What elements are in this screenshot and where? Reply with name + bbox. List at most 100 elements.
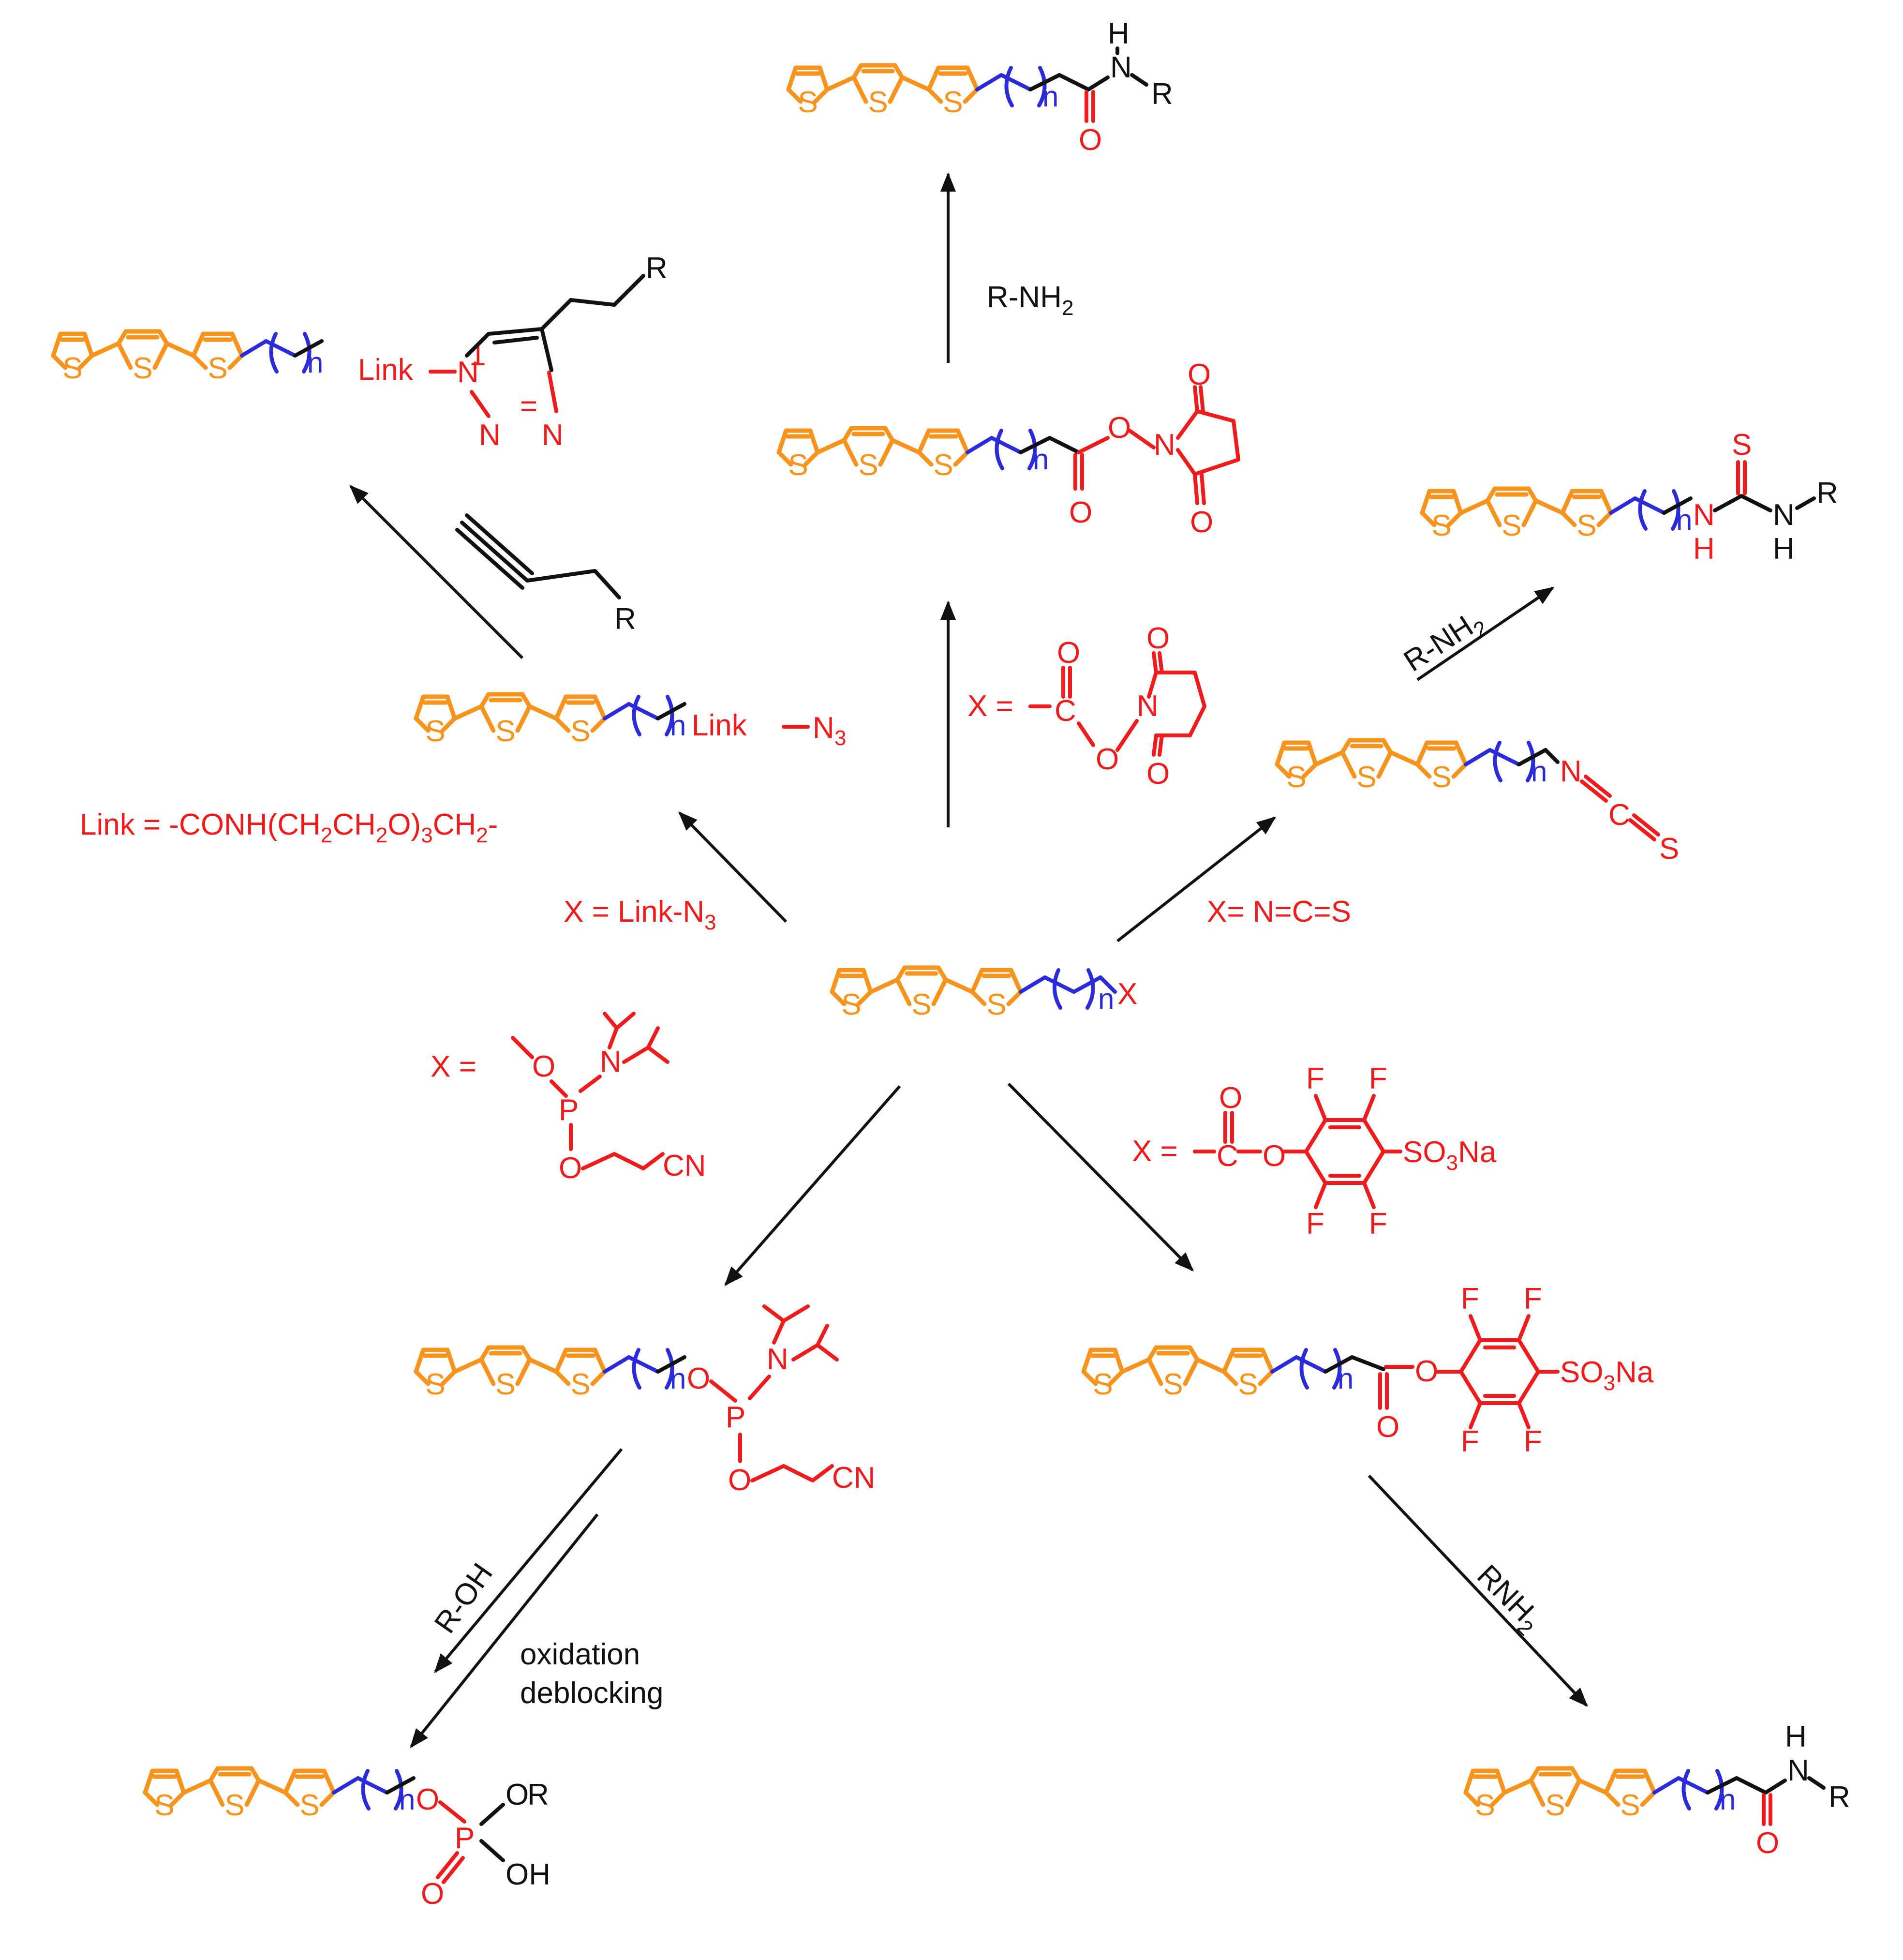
svg-text:SO3Na: SO3Na xyxy=(1403,1136,1497,1175)
svg-text:O: O xyxy=(559,1152,582,1185)
alkyl-chain xyxy=(1019,975,1102,994)
svg-text:N: N xyxy=(1560,755,1582,788)
svg-text:n: n xyxy=(1720,1783,1736,1816)
svg-text:O: O xyxy=(421,1877,444,1911)
x-link-definition: X = Link-N3 xyxy=(564,895,716,934)
thiourea-product: n N H S N H R xyxy=(1422,428,1838,566)
bottom-amide-product: n O N H R xyxy=(1466,1720,1850,1860)
svg-text:N: N xyxy=(457,356,479,389)
svg-text:O: O xyxy=(1108,411,1131,445)
link-definition: Link = -CONH(CH2CH2O)3CH2- xyxy=(80,808,498,847)
arrows xyxy=(349,172,1588,1749)
condition-deblocking: deblocking xyxy=(520,1676,663,1710)
condition-amine-right: R-NH2 xyxy=(1398,603,1492,683)
svg-text:S: S xyxy=(1659,832,1679,866)
svg-text:O: O xyxy=(1146,757,1170,791)
svg-text:F: F xyxy=(1461,1282,1479,1316)
svg-text:N: N xyxy=(1154,428,1175,462)
svg-text:n: n xyxy=(670,1362,686,1395)
svg-text:N: N xyxy=(1787,1754,1809,1787)
svg-text:O: O xyxy=(687,1362,710,1395)
svg-text:N: N xyxy=(1773,498,1795,532)
svg-text:H: H xyxy=(1693,532,1715,566)
svg-text:Link: Link xyxy=(358,353,414,387)
svg-text:F: F xyxy=(1306,1062,1324,1095)
azide-compound: n Link N 3 xyxy=(416,694,846,750)
svg-text:N: N xyxy=(479,419,501,452)
svg-text:R: R xyxy=(1816,477,1838,510)
svg-text:N: N xyxy=(767,1343,788,1376)
svg-text:N: N xyxy=(1110,51,1132,84)
svg-text:O: O xyxy=(1415,1355,1438,1388)
svg-text:O: O xyxy=(1069,496,1092,529)
condition-oxidation: oxidation xyxy=(520,1638,640,1671)
svg-text:F: F xyxy=(1461,1425,1479,1458)
alkyne-reagent: R xyxy=(455,513,636,636)
svg-text:H: H xyxy=(1773,532,1795,566)
x-nhs-definition: X = C O O N O O xyxy=(967,622,1206,791)
svg-text:N: N xyxy=(600,1045,622,1078)
svg-text:N: N xyxy=(542,419,564,452)
svg-text:F: F xyxy=(1306,1207,1324,1241)
svg-text:C: C xyxy=(1217,1139,1238,1173)
svg-text:R: R xyxy=(527,1778,549,1811)
svg-text:CN: CN xyxy=(832,1461,876,1495)
svg-text:OH: OH xyxy=(505,1858,550,1891)
top-amide-product: n O N H R xyxy=(788,17,1173,157)
terthiophene-core xyxy=(832,968,1021,1021)
svg-text:O: O xyxy=(1219,1081,1242,1115)
svg-text:n: n xyxy=(399,1783,415,1816)
center-compound: n X xyxy=(832,968,1137,1021)
condition-amine-bottom: RNH2 xyxy=(1467,1558,1549,1641)
svg-text:O: O xyxy=(728,1464,751,1497)
phosphoramidite-compound: n O P N O CN xyxy=(416,1304,876,1497)
triazole-product: n Link N 1 N = N R xyxy=(53,252,668,452)
svg-text:O: O xyxy=(1190,506,1213,539)
svg-text:n: n xyxy=(1338,1362,1353,1395)
svg-text:O: O xyxy=(532,1050,555,1083)
phosphate-product: n O P O R OH O xyxy=(145,1768,550,1911)
x-phosphoramidite-definition: X = O P N O CN xyxy=(431,1012,706,1185)
svg-text:X =: X = xyxy=(1132,1135,1178,1168)
svg-text:SO3Na: SO3Na xyxy=(1560,1356,1654,1395)
svg-text:n: n xyxy=(1033,443,1049,476)
nhs-ester-product: n O O N O O xyxy=(779,358,1240,539)
svg-text:F: F xyxy=(1369,1062,1387,1095)
svg-text:=: = xyxy=(520,389,537,423)
svg-text:O: O xyxy=(1263,1139,1286,1173)
svg-text:P: P xyxy=(559,1093,579,1127)
svg-text:R: R xyxy=(614,602,636,636)
svg-text:O: O xyxy=(1188,358,1211,391)
svg-text:Link: Link xyxy=(692,709,747,742)
svg-text:P: P xyxy=(726,1401,745,1434)
sulfo-tfp-ester-compound: n O O F F F F SO3Na xyxy=(1084,1282,1654,1458)
svg-text:O: O xyxy=(1376,1410,1399,1444)
svg-text:O: O xyxy=(1096,743,1119,776)
svg-text:H: H xyxy=(1785,1720,1807,1753)
svg-text:H: H xyxy=(1108,17,1130,50)
svg-text:X =: X = xyxy=(967,689,1013,723)
svg-text:C: C xyxy=(1055,694,1076,728)
svg-text:R: R xyxy=(646,252,668,285)
svg-text:R: R xyxy=(1829,1780,1850,1814)
svg-text:O: O xyxy=(505,1778,529,1811)
svg-text:O: O xyxy=(1079,123,1102,157)
svg-text:F: F xyxy=(1369,1207,1387,1241)
svg-text:O: O xyxy=(1057,636,1080,670)
condition-alcohol: R-OH xyxy=(428,1557,499,1639)
isothiocyanate-compound: n N C S xyxy=(1277,740,1679,866)
svg-text:P: P xyxy=(455,1822,475,1855)
svg-text:O: O xyxy=(1146,622,1170,655)
svg-text:n: n xyxy=(1531,755,1547,788)
svg-text:n: n xyxy=(670,709,686,742)
svg-text:N: N xyxy=(1693,498,1715,532)
svg-text:X =: X = xyxy=(431,1050,476,1083)
svg-text:R: R xyxy=(1151,77,1173,111)
svg-text:F: F xyxy=(1524,1425,1542,1458)
svg-text:C: C xyxy=(1608,798,1630,832)
x-ncs-definition: X= N=C=S xyxy=(1207,895,1351,928)
svg-text:O: O xyxy=(1756,1826,1779,1860)
svg-text:S: S xyxy=(1732,428,1752,462)
condition-amine-top: R-NH2 xyxy=(987,281,1073,320)
